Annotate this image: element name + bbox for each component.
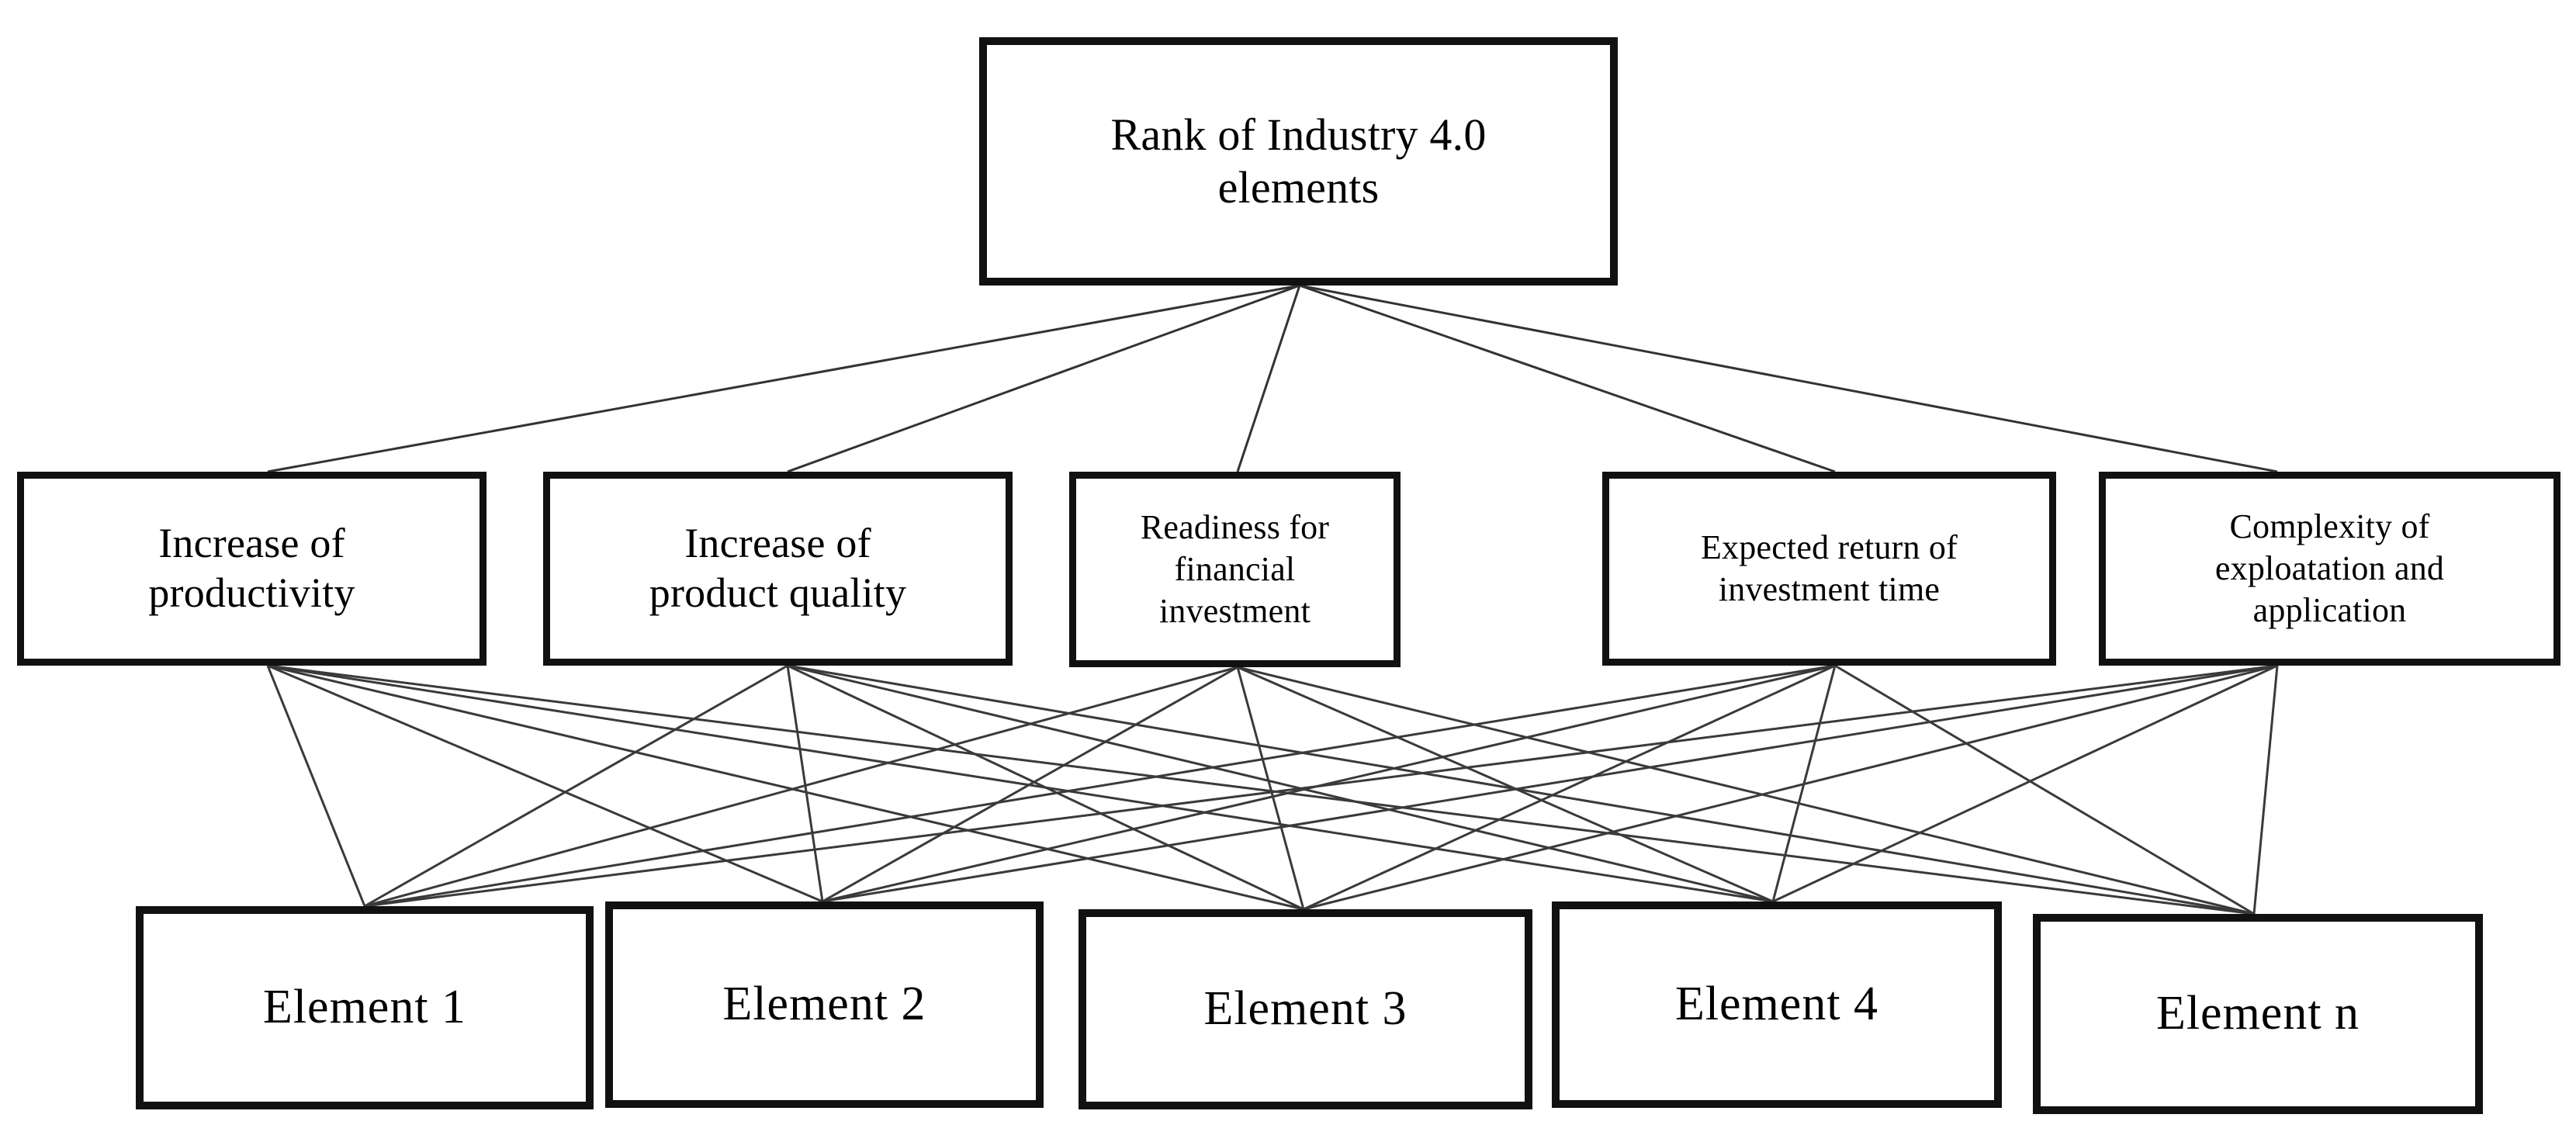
alternative-node-element-n[interactable]: Element n [2033, 914, 2483, 1114]
criterion-2-to-alternative-4-edge [1237, 666, 2255, 915]
criterion-2-to-alternative-2-edge [1236, 666, 1305, 910]
criterion-node-expected-return-of-investment-time[interactable]: Expected return of investment time [1602, 472, 2056, 666]
criterion-3-to-alternative-2-edge [1303, 664, 1836, 911]
criterion-4-to-alternative-0-edge [364, 664, 2278, 908]
criterion-node-label: Increase of productivity [148, 520, 355, 616]
criterion-0-to-alternative-3-edge [267, 664, 1774, 903]
goal-node-label: Rank of Industry 4.0 elements [1110, 109, 1487, 213]
criterion-1-to-alternative-3-edge [787, 664, 1774, 903]
criterion-3-to-alternative-3-edge [1771, 665, 1837, 902]
criterion-2-to-alternative-3-edge [1237, 666, 1774, 903]
alternative-node-label: Element 1 [262, 981, 467, 1034]
criterion-node-label: Increase of product quality [649, 520, 907, 616]
goal-to-criterion-edge-3 [1299, 284, 1836, 473]
alternative-node-label: Element n [2155, 987, 2360, 1040]
criterion-3-to-alternative-0-edge [364, 664, 1836, 908]
criterion-node-increase-of-product-quality[interactable]: Increase of product quality [543, 472, 1013, 666]
criterion-node-label: Complexity of exploatation and applicati… [2214, 507, 2445, 629]
alternative-node-label: Element 4 [1674, 978, 1879, 1031]
criteria-to-alternatives-edges [266, 664, 2279, 915]
criterion-node-increase-of-productivity[interactable]: Increase of productivity [17, 472, 486, 666]
criterion-0-to-alternative-0-edge [266, 665, 366, 907]
alternative-node-label: Element 3 [1203, 982, 1407, 1036]
criterion-1-to-alternative-1-edge [786, 665, 824, 902]
criterion-node-label: Readiness for financial investment [1140, 508, 1330, 630]
goal-to-criterion-edge-1 [787, 284, 1300, 473]
criterion-0-to-alternative-2-edge [267, 664, 1304, 911]
goal-node[interactable]: Rank of Industry 4.0 elements [979, 37, 1618, 286]
criterion-4-to-alternative-1-edge [822, 664, 2278, 903]
criterion-node-readiness-for-financial-investment[interactable]: Readiness for financial investment [1069, 472, 1401, 667]
alternative-node-label: Element 2 [722, 978, 926, 1031]
alternative-node-element-1[interactable]: Element 1 [136, 906, 594, 1109]
criterion-3-to-alternative-1-edge [822, 664, 1836, 903]
criterion-4-to-alternative-3-edge [1772, 664, 2278, 903]
goal-to-criterion-edge-4 [1299, 284, 2278, 473]
criterion-3-to-alternative-4-edge [1834, 664, 2255, 915]
criterion-node-complexity-of-exploatation-and-application[interactable]: Complexity of exploatation and applicati… [2099, 472, 2560, 666]
goal-to-criterion-edge-2 [1236, 285, 1301, 472]
criterion-node-label: Expected return of investment time [1700, 528, 1958, 608]
alternative-node-element-3[interactable]: Element 3 [1079, 909, 1532, 1109]
alternative-node-element-4[interactable]: Element 4 [1552, 901, 2002, 1108]
criterion-0-to-alternative-4-edge [267, 664, 2255, 915]
criterion-1-to-alternative-0-edge [364, 664, 788, 908]
criterion-1-to-alternative-2-edge [787, 664, 1304, 911]
criterion-0-to-alternative-1-edge [267, 664, 823, 903]
criterion-2-to-alternative-1-edge [822, 666, 1238, 903]
criterion-2-to-alternative-0-edge [364, 666, 1238, 908]
alternative-node-element-2[interactable]: Element 2 [605, 901, 1044, 1108]
criterion-1-to-alternative-4-edge [787, 664, 2255, 915]
goal-to-criterion-edge-0 [267, 284, 1300, 473]
criterion-4-to-alternative-2-edge [1303, 664, 2278, 911]
goal-to-criteria-edges [267, 284, 2278, 473]
criterion-4-to-alternative-4-edge [2252, 665, 2279, 915]
